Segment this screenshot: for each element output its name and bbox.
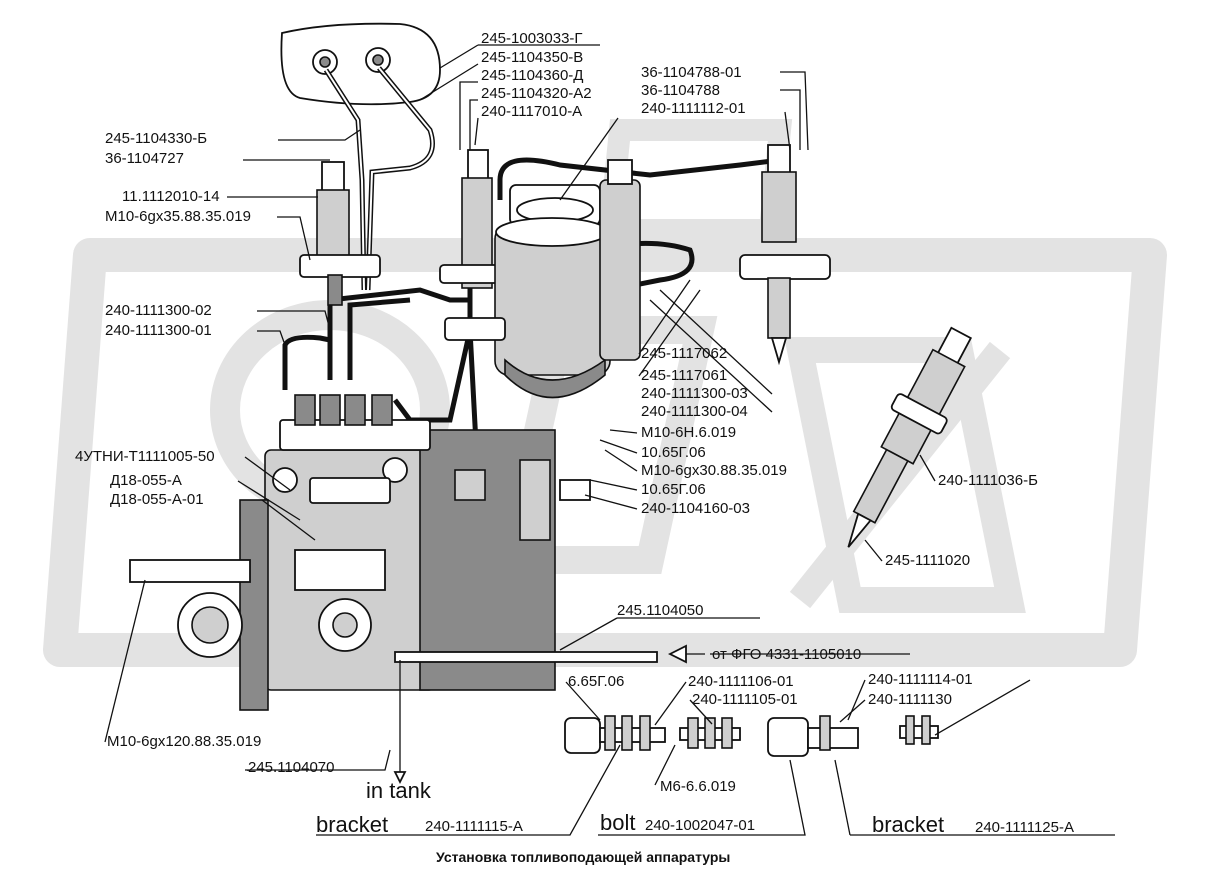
bracket-b: [767, 717, 809, 757]
label-in-tank: in tank: [366, 778, 432, 803]
label-m10-30: M10-6gx30.88.35.019: [641, 462, 787, 479]
fuel-filter: [444, 159, 641, 399]
label-245-1003033: 245-1003033-Г: [481, 30, 583, 47]
right-injector-detail: [847, 326, 973, 548]
label-240-1111125: 240-1111125-А: [975, 819, 1074, 836]
label-245-1104330: 245-1104330-Б: [105, 130, 207, 147]
label-240-1111036: 240-1111036-Б: [938, 472, 1038, 489]
label-240-1111300-01: 240-1111300-01: [105, 322, 212, 339]
label-240-1104160: 240-1104160-03: [641, 500, 750, 517]
label-245-1111020: 245-1111020: [885, 552, 970, 569]
label-245-1104350: 245-1104350-В: [481, 49, 583, 66]
bracket-a: [564, 717, 601, 754]
label-ot-fgo: от ФГО 4331-1105010: [712, 646, 861, 663]
label-240-1111114: 240-1111114-01: [868, 671, 973, 688]
label-240-1111105: 240-1111105-01: [692, 691, 798, 708]
label-m6: M6-6.6.019: [660, 778, 736, 795]
label-36-1104788: 36-1104788: [641, 82, 720, 99]
label-245-1117061: 245-1117061: [641, 367, 727, 384]
label-bracket-a: bracket: [316, 812, 388, 837]
right-injector-upper: [739, 144, 831, 366]
label-240-1111300-03: 240-1111300-03: [641, 385, 748, 402]
left-injectors: [299, 149, 511, 306]
label-240-1111130: 240-1111130: [868, 691, 952, 708]
top-bracket-plate: [280, 22, 441, 106]
label-240-1111112: 240-1111112-01: [641, 100, 746, 117]
label-10-65g-a: 10.65Г.06: [641, 444, 706, 461]
leader-lines: [104, 44, 1115, 836]
label-10-65g-b: 10.65Г.06: [641, 481, 706, 498]
label-m10-35: M10-6gx35.88.35.019: [105, 208, 251, 225]
label-240-1111115: 240-1111115-А: [425, 818, 523, 835]
label-240-1117010: 240-1117010-А: [481, 103, 582, 120]
label-11-1112010: 11.1112010-14: [122, 188, 220, 205]
label-bracket-b: bracket: [872, 812, 944, 837]
label-m10-6h: M10-6H.6.019: [641, 424, 736, 441]
small-parts: [564, 715, 939, 757]
label-240-1111300-02: 240-1111300-02: [105, 302, 212, 319]
label-245-1117062: 245-1117062: [641, 345, 727, 362]
label-245-1104050: 245.1104050: [617, 602, 703, 619]
label-245-1104070: 245.1104070: [248, 759, 334, 776]
label-d18-055-a: Д18-055-А: [110, 472, 182, 489]
label-240-1002047: 240-1002047-01: [645, 817, 755, 834]
label-4utni: 4УТНИ-Т1111005-50: [75, 448, 215, 465]
label-bolt: bolt: [600, 810, 635, 835]
injection-pump: [129, 394, 705, 785]
label-36-1104788-01: 36-1104788-01: [641, 64, 742, 81]
diagram-caption: Установка топливоподающей аппаратуры: [436, 849, 730, 865]
label-6-65g: 6.65Г.06: [568, 673, 624, 690]
part-labels: 245-1003033-Г 245-1104350-В 245-1104360-…: [75, 30, 1074, 865]
label-245-1104320: 245-1104320-А2: [481, 85, 592, 102]
label-240-1111106: 240-1111106-01: [688, 673, 794, 690]
label-240-1111300-04: 240-1111300-04: [641, 403, 748, 420]
label-d18-055-a-01: Д18-055-А-01: [110, 491, 204, 508]
label-m10-120: M10-6gx120.88.35.019: [107, 733, 261, 750]
label-245-1104360: 245-1104360-Д: [481, 67, 583, 84]
label-36-1104727: 36-1104727: [105, 150, 184, 167]
